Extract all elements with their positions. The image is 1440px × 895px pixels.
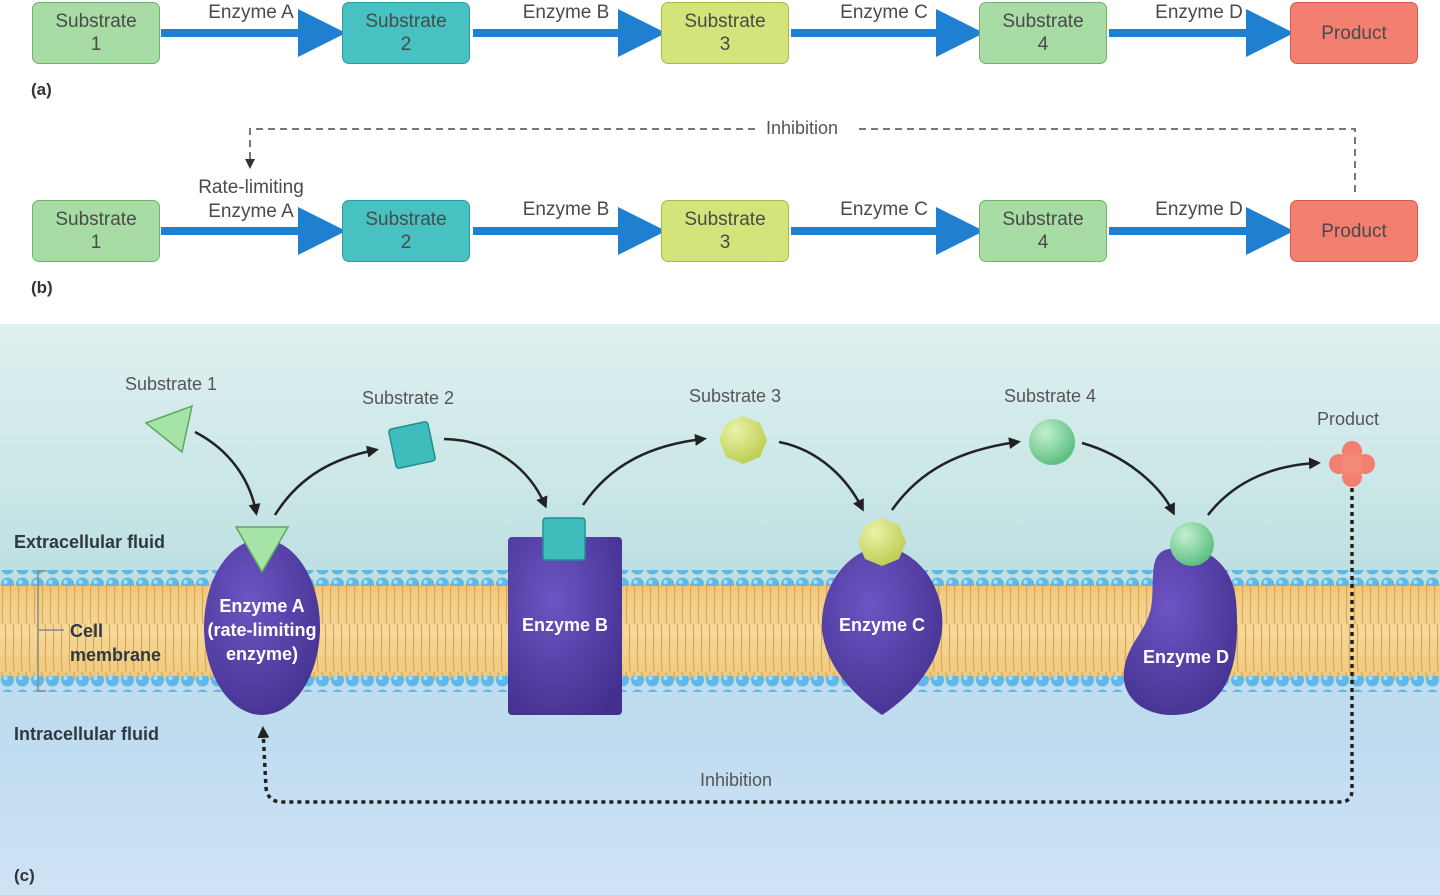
panel-b-product: Product	[1290, 200, 1418, 262]
panel-a-substrate-1: Substrate 1	[32, 2, 160, 64]
substrate-4-molecule	[1029, 419, 1075, 465]
panel-a-substrate-3: Substrate 3	[661, 2, 789, 64]
panel-b-substrate-3: Substrate 3	[661, 200, 789, 262]
panel-b-label: (b)	[31, 278, 53, 297]
panel-b-enzyme-b-label: Enzyme B	[522, 199, 610, 220]
panel-b-inhibition-path	[245, 128, 1356, 192]
substrate-3-molecule	[719, 416, 767, 464]
product-molecule	[1329, 441, 1375, 487]
panel-a-enzyme-c-label: Enzyme C	[840, 2, 928, 23]
substrate-2-label: Substrate 2	[362, 388, 455, 408]
panel-c-inhibition-path	[257, 488, 1354, 804]
panel-b-substrate-4: Substrate 4	[979, 200, 1107, 262]
panel-b-enzyme-a-label: Enzyme A	[208, 201, 294, 222]
membrane-bracket	[37, 570, 64, 692]
enzyme-d-shape	[1123, 522, 1238, 716]
product-label: Product	[1317, 409, 1380, 429]
extracellular-fluid-label: Extracellular fluid	[14, 532, 166, 552]
substrate-1-molecule	[144, 404, 194, 454]
panel-b-inhibition-label: Inhibition	[762, 118, 843, 139]
panel-b-enzyme-d-label: Enzyme D	[1155, 199, 1243, 220]
enzyme-b-label: Enzyme B	[521, 615, 609, 635]
panel-a-enzyme-b-label: Enzyme B	[522, 2, 610, 23]
panel-b-substrate-1: Substrate 1	[32, 200, 160, 262]
panel-c-inhibition-label: Inhibition	[700, 770, 773, 790]
enzyme-a-shape	[204, 526, 320, 715]
panel-a-product: Product	[1290, 2, 1418, 64]
substrate-2-molecule	[388, 421, 436, 469]
floating-molecules	[144, 404, 1375, 487]
panel-a-substrate-2: Substrate 2	[342, 2, 470, 64]
substrate-4-label: Substrate 4	[1004, 386, 1097, 406]
panel-a-enzyme-a-label: Enzyme A	[208, 2, 294, 23]
panel-a-label: (a)	[31, 80, 52, 99]
enzyme-a-label: Enzyme A (rate-limiting enzyme)	[207, 596, 317, 664]
substrate-1-label: Substrate 1	[125, 374, 218, 394]
panel-a-enzyme-d-label: Enzyme D	[1155, 2, 1243, 23]
cell-membrane-label: Cell membrane	[70, 621, 162, 665]
enzyme-d-label: Enzyme D	[1142, 647, 1230, 667]
substrate-3-label: Substrate 3	[689, 386, 782, 406]
enzyme-b-shape	[508, 517, 622, 715]
enzyme-c-label: Enzyme C	[838, 615, 926, 635]
panel-b-enzyme-c-label: Enzyme C	[840, 199, 928, 220]
enzyme-c-shape	[821, 518, 943, 715]
panel-b-substrate-2: Substrate 2	[342, 200, 470, 262]
panel-b-rate-limiting-label: Rate-limiting	[198, 177, 304, 198]
reaction-arrows	[194, 430, 1321, 516]
panel-a-substrate-4: Substrate 4	[979, 2, 1107, 64]
intracellular-fluid-label: Intracellular fluid	[14, 724, 160, 744]
panel-c-label: (c)	[14, 866, 35, 885]
